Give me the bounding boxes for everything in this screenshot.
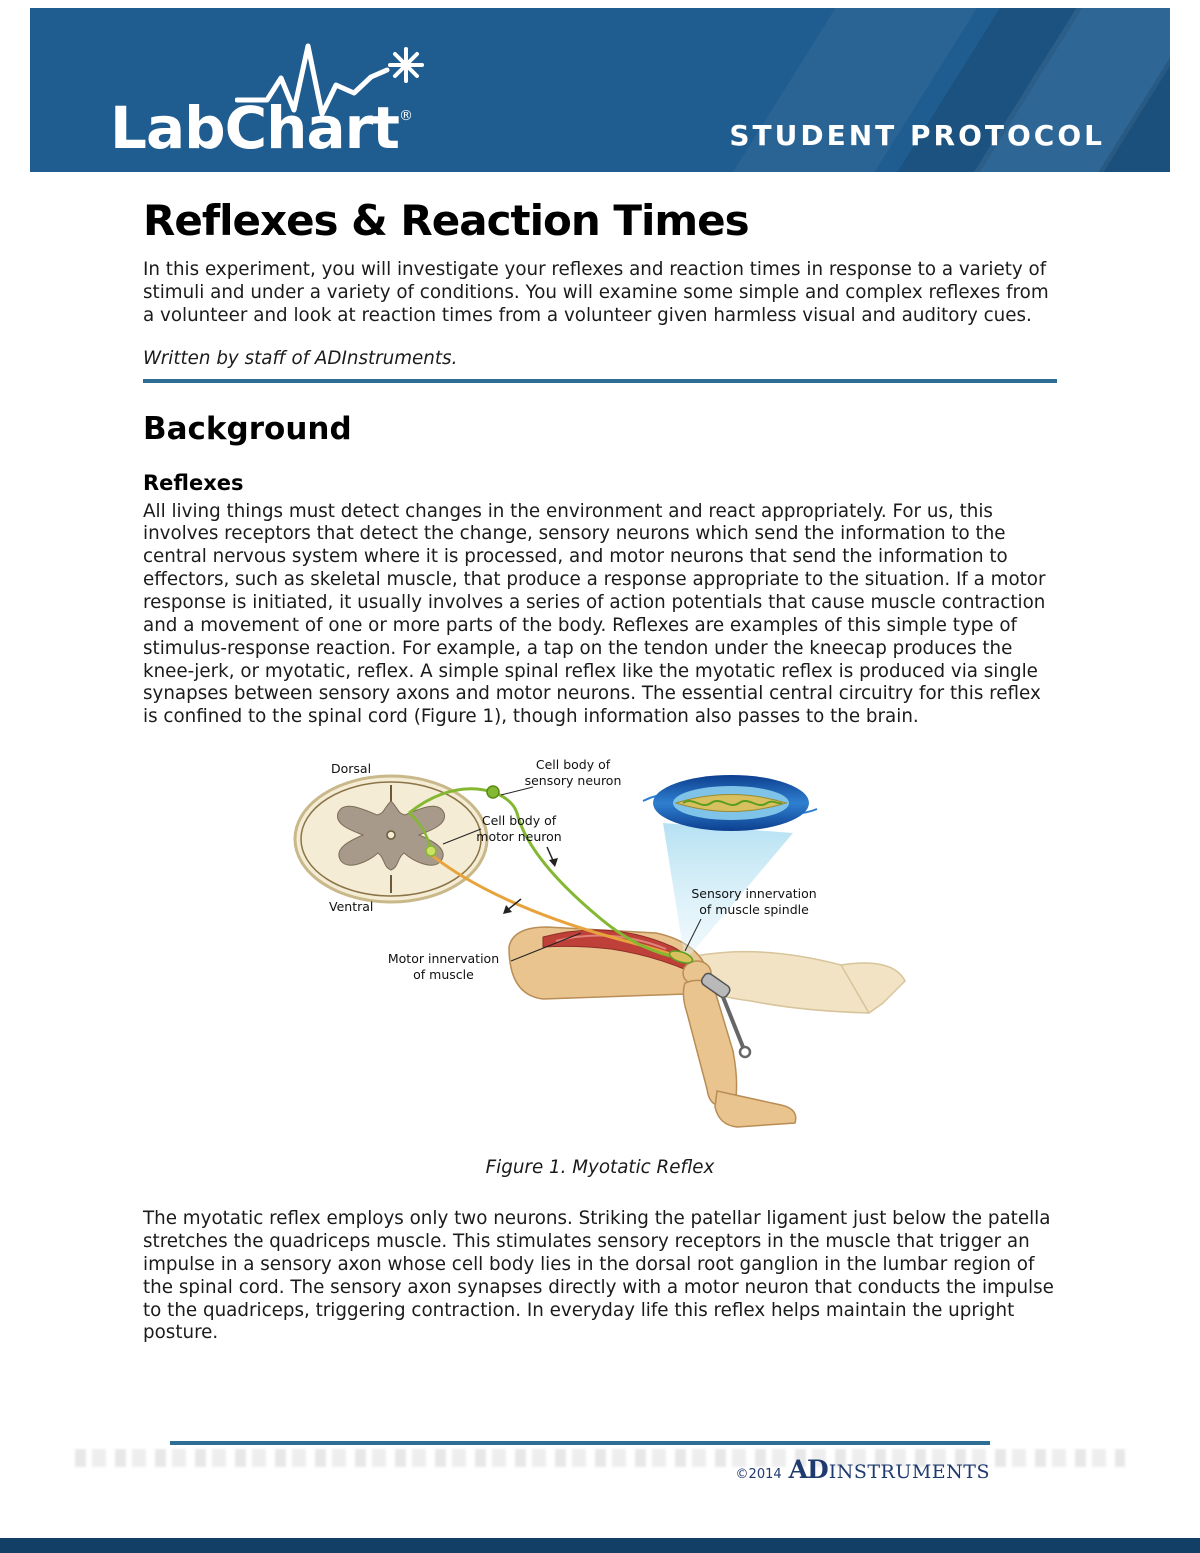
figure-label-sensory-cell-body: Cell body of sensory neuron xyxy=(524,757,622,788)
figure-label-motor-innervation: Motor innervation of muscle xyxy=(387,951,500,982)
brand-ad: AD xyxy=(788,1455,829,1484)
article-body: Reflexes & Reaction Times In this experi… xyxy=(143,196,1057,1345)
figure-label-motor-cell-body: Cell body of motor neuron xyxy=(476,813,562,844)
myotatic-paragraph: The myotatic reflex employs only two neu… xyxy=(143,1208,1054,1344)
registered-mark: ® xyxy=(398,108,413,124)
intro-paragraph: In this experiment, you will investigate… xyxy=(143,259,1049,326)
logo-wordmark: LabChart® xyxy=(110,94,413,162)
reflexes-heading: Reflexes xyxy=(143,470,244,495)
copyright-text: ©2014 xyxy=(735,1467,782,1482)
figure-caption: Figure 1. Myotatic Reflex xyxy=(485,1157,715,1179)
background-heading: Background xyxy=(143,410,352,447)
reflexes-paragraph: All living things must detect changes in… xyxy=(143,500,1046,728)
byline: Written by staff of ADInstruments. xyxy=(143,347,458,369)
adinstruments-brand: ©2014 AD INSTRUMENTS xyxy=(736,1455,990,1484)
figure-label-sensory-innervation: Sensory innervation of muscle spindle xyxy=(691,886,817,917)
waveform-star-icon xyxy=(235,43,424,117)
figure-label-dorsal: Dorsal xyxy=(331,761,372,777)
page-title: Reflexes & Reaction Times xyxy=(143,196,750,245)
bottom-bar xyxy=(0,1538,1200,1553)
logo-text: LabChart xyxy=(110,94,400,162)
figure-myotatic-reflex: Dorsal Cell body of sensory neuron Cell … xyxy=(281,751,921,1151)
student-protocol-label: STUDENT PROTOCOL xyxy=(729,119,1105,152)
labchart-logo: LabChart® xyxy=(110,18,490,168)
reflex-illustration xyxy=(293,774,906,1128)
figure-label-ventral: Ventral xyxy=(329,899,374,915)
watermark-artifact xyxy=(75,1449,1125,1467)
header-banner: LabChart® STUDENT PROTOCOL xyxy=(30,8,1170,172)
section-divider xyxy=(143,378,1057,383)
brand-instruments: INSTRUMENTS xyxy=(828,1461,990,1483)
footer-divider xyxy=(170,1441,990,1445)
